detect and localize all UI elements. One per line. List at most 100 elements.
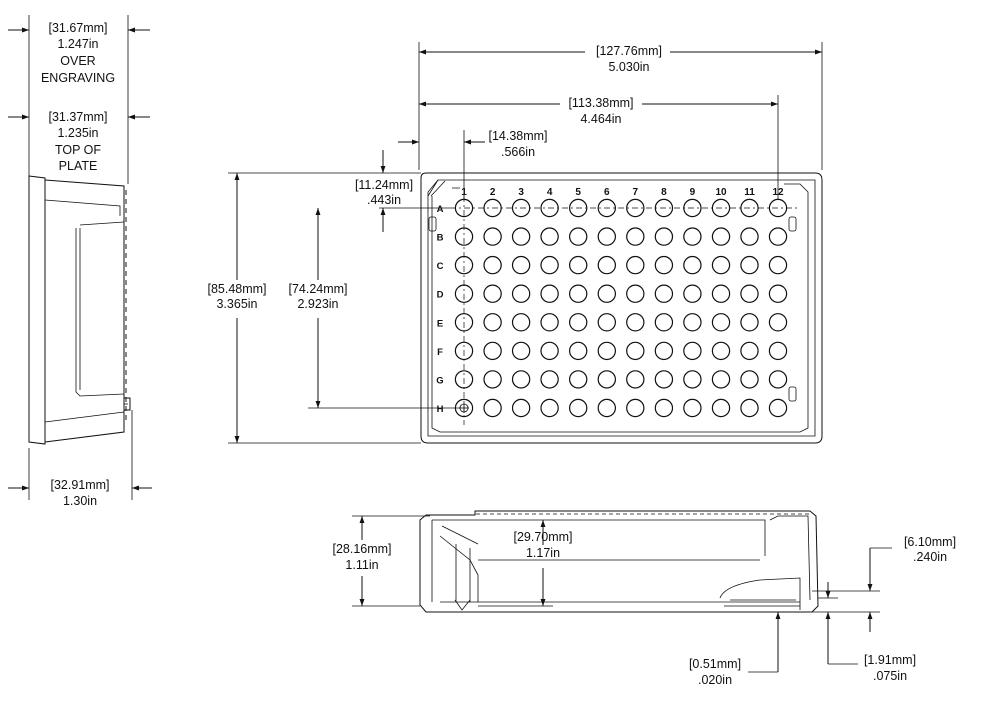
a1-a12-in: 4.464in: [580, 112, 621, 126]
well-D5: [569, 284, 588, 303]
well-G10: [711, 370, 731, 389]
row-label-D: D: [437, 290, 444, 301]
column-label-8: 8: [661, 187, 667, 198]
well-H8: [654, 398, 674, 418]
a-row-offset-mm: [11.24mm]: [355, 178, 413, 192]
skirt-in: .240in: [913, 550, 947, 564]
row-label-C: C: [437, 261, 444, 272]
well-F2: [483, 341, 502, 361]
well-E7: [626, 313, 645, 332]
well-B9: [683, 227, 702, 246]
well-C10: [711, 255, 731, 275]
well-F8: [654, 341, 674, 361]
well-B10: [711, 227, 731, 246]
well-F11: [740, 341, 759, 361]
well-D12: [768, 284, 788, 303]
a-h-mm: [74.24mm]: [288, 282, 347, 296]
well-E4: [540, 313, 559, 332]
well-F10: [711, 341, 731, 361]
well-E9: [683, 313, 702, 332]
engraving-in: 1.247in: [57, 37, 98, 51]
well-B2: [483, 227, 502, 246]
well-D10: [711, 284, 731, 303]
well-H4: [540, 398, 559, 418]
row-label-B: B: [437, 233, 444, 244]
width-mm: [127.76mm]: [596, 44, 662, 58]
well-F9: [683, 341, 702, 361]
column-label-11: 11: [744, 187, 755, 198]
top-plate-note2: PLATE: [59, 159, 98, 173]
well-H5: [569, 398, 588, 418]
well-H11: [740, 398, 759, 418]
column-label-3: 3: [518, 187, 524, 198]
well-G7: [626, 370, 645, 389]
well-B7: [626, 227, 645, 246]
well-B4: [540, 227, 559, 246]
well-E2: [483, 313, 502, 332]
well-C4: [540, 255, 559, 275]
well-F4: [540, 341, 559, 361]
well-F5: [569, 341, 588, 361]
top-view-dimensions: [228, 42, 823, 444]
well-H6: [597, 398, 617, 418]
well-D6: [597, 284, 617, 303]
well-H2: [483, 398, 502, 418]
a-h-in: 2.923in: [297, 297, 338, 311]
well-D4: [540, 284, 559, 303]
engraving-note1: OVER: [60, 54, 95, 68]
bottom-in: 1.30in: [63, 494, 97, 508]
well-C9: [683, 255, 702, 275]
column-label-4: 4: [547, 187, 553, 198]
column-label-5: 5: [575, 187, 581, 198]
well-F7: [626, 341, 645, 361]
engraving-note2: ENGRAVING: [41, 71, 115, 85]
well-depth-mm: [29.70mm]: [513, 530, 572, 544]
well-E3: [511, 313, 531, 332]
engraving-mm: [31.67mm]: [48, 21, 107, 35]
row-label-H: H: [437, 404, 444, 415]
well-E12: [768, 313, 788, 332]
well-G2: [483, 370, 502, 389]
well-depth-in: 1.17in: [526, 546, 560, 560]
well-E11: [740, 313, 759, 332]
top-plate-note1: TOP OF: [55, 143, 101, 157]
well-B12: [768, 227, 788, 246]
well-F6: [597, 341, 617, 361]
well-F12: [768, 341, 788, 361]
row-label-A: A: [437, 204, 444, 215]
well-G4: [540, 370, 559, 389]
well-E10: [711, 313, 731, 332]
well-G5: [569, 370, 588, 389]
column-label-2: 2: [490, 187, 496, 198]
row-label-G: G: [436, 375, 443, 386]
top-plate-in: 1.235in: [57, 126, 98, 140]
a1-offset-mm: [14.38mm]: [488, 129, 547, 143]
well-bottom-in: .020in: [698, 673, 732, 687]
well-G3: [511, 370, 531, 389]
height-in: 3.365in: [216, 297, 257, 311]
well-C11: [740, 255, 759, 275]
top-view-labels: [127.76mm] 5.030in [113.38mm] 4.464in [1…: [207, 44, 662, 311]
side-view-labels: [31.67mm] 1.247in OVER ENGRAVING [31.37m…: [41, 21, 115, 508]
well-B11: [740, 227, 759, 246]
foot-in: .075in: [873, 669, 907, 683]
well-H7: [626, 398, 645, 418]
front-view: [419, 510, 819, 613]
well-C5: [569, 255, 588, 275]
well-C3: [511, 255, 531, 275]
side-view: [8, 15, 152, 500]
well-G8: [654, 370, 674, 389]
width-in: 5.030in: [608, 60, 649, 74]
row-label-F: F: [437, 347, 443, 358]
well-C7: [626, 255, 645, 275]
a1-offset-in: .566in: [501, 145, 535, 159]
well-D11: [740, 284, 759, 303]
well-E8: [654, 313, 674, 332]
foot-mm: [1.91mm]: [864, 653, 916, 667]
well-B6: [597, 227, 617, 246]
column-label-6: 6: [604, 187, 610, 198]
well-G9: [683, 370, 702, 389]
well-H9: [683, 398, 702, 418]
well-D3: [511, 284, 531, 303]
